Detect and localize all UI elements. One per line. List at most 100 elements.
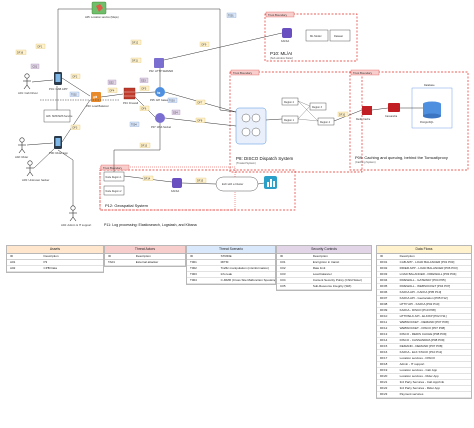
table-row: C05 Sub-Resource Integrity (SRI) [277, 284, 371, 290]
table-row: T002 Traffic manipulation (misinformatio… [187, 266, 275, 272]
security-controls-col-id: ID [280, 254, 283, 258]
cell: C-MMR (Cross Site Malfunction Spooking) [220, 278, 275, 282]
flow-maps-disco [106, 8, 237, 113]
web-socket-label: P07: Web Socket [151, 125, 171, 129]
cell: DF14 [380, 338, 388, 342]
tag-df9: DF9 [202, 44, 207, 47]
kafka-elk-label: KAFKA [171, 190, 180, 193]
table-row: C04 Content Security Policy (Child Siste… [277, 278, 371, 284]
cell: LOAD BALANCER - FIREWALL [P03 P04] [399, 272, 457, 276]
tag-df6: DF6 [142, 108, 147, 111]
cell: DF21 [380, 380, 388, 384]
table-row: C01 Encryption in transit [277, 260, 371, 266]
tag-c01: C01 [33, 66, 38, 69]
elk-cluster-label: ELK with a Cluster [222, 182, 243, 186]
flow-riderapp-lb [61, 99, 91, 143]
dispatch-subtitle: (Trusted System) [236, 161, 256, 165]
region3-box [309, 102, 327, 111]
cell: WEBSOCKET - DEMAND [P07 P08] [399, 320, 449, 324]
tag-df4: DF4 [110, 90, 115, 93]
cab-driver-label: A01: Cab Driver [18, 91, 38, 95]
cell: Encryption in transit [312, 260, 340, 264]
tag-df7: DF7 [198, 102, 203, 105]
data-flows-col-desc: Description [399, 254, 415, 258]
cell: C05 [280, 284, 286, 288]
cell: DF20 [380, 374, 388, 378]
tag-df15: DF15 [197, 180, 204, 183]
cell: DF16 [380, 350, 388, 354]
disco-node-box [235, 107, 267, 145]
tag-df11: DF11 [132, 60, 139, 63]
threat-actors-col-id: ID [108, 254, 111, 258]
cell: C02 [280, 266, 286, 270]
cell: Sub-Resource Integrity (SRI) [312, 284, 352, 288]
cell: DF19 [380, 368, 388, 372]
table-row: C02 Rate limit [277, 266, 371, 272]
kafka-ml-icon [282, 28, 292, 38]
cell: DF04 [380, 278, 388, 282]
cache-title: P09: Caching and queuing, behind the Tom… [355, 155, 448, 160]
cell: Location services - DISCO [399, 356, 436, 360]
assets-col-id: ID [10, 254, 13, 258]
boundary-tag-elk: Trust Boundary [103, 166, 123, 170]
cell: T004 [190, 278, 197, 282]
threat-actors-table: Threat Actors ID Description TA01 Extern… [104, 245, 186, 267]
table-row: T004 C-MMR (Cross Site Malfunction Spook… [187, 278, 275, 284]
cell: DEMAND - DEMAND [P07 P08] [399, 344, 443, 348]
threat-scenario-col-headers: ID STRIDE [187, 254, 275, 260]
cell: DF13 [380, 332, 388, 336]
flow-admin [57, 149, 74, 206]
boundary-tag-cache: Trust Boundary [353, 71, 373, 75]
kafka-ml-label: KAFKA [281, 40, 290, 43]
sms-server-label: A06: SMS/SMS Service [46, 115, 73, 118]
table-row: TA01 External attacker [105, 260, 185, 266]
tag-c02: C02 [109, 82, 114, 85]
firewall-icon [123, 87, 136, 100]
cell: DF01 [380, 260, 388, 264]
web-socket-icon [155, 113, 165, 123]
threat-scenario-table: Threat Scenario ID STRIDE T001 MITM T002… [186, 245, 276, 285]
security-controls-table: Security Controls ID Description C01 Enc… [276, 245, 372, 291]
cell: CPB Data [43, 266, 57, 270]
tag-df8: DF8 [198, 120, 203, 123]
region3-label: Region 3 [312, 106, 323, 109]
postgres-label: PostgreSQL [420, 121, 434, 124]
region1-box [281, 115, 299, 124]
cell: HTTP/ELK API - ELK/KP [P02 P11] [399, 314, 447, 318]
rider-label: A02: Rider [15, 155, 28, 159]
tag-c04: C04 [173, 112, 178, 115]
http-server-label: P02: HTTP SERVER [149, 69, 173, 73]
tag-t001: T001 [228, 15, 234, 18]
dispatch-title: P8: DISCO Dispatch System [236, 156, 294, 161]
threat-actors-col-headers: ID Description [105, 254, 185, 260]
flow-rider-app [26, 142, 54, 146]
cell: HTTP API - KAFKA [P02 P10] [399, 302, 440, 306]
cell: DF06 [380, 290, 388, 294]
cell: FIREWALL - WEBSOCKET [P04 P07] [399, 284, 451, 288]
node-region2-box [103, 185, 125, 196]
boundary-ml [264, 13, 358, 62]
cell: WEBSOCKET - DISCO [P07 P08] [399, 326, 445, 330]
cell: Rate limit [312, 266, 326, 270]
cell: MITM [220, 260, 229, 264]
threat-actors-col-desc: Description [135, 254, 151, 258]
flow-maps-app [57, 8, 92, 72]
boundary-tag-ml: Trust Boundary [268, 13, 288, 17]
flow-disco-regions [265, 118, 283, 121]
node-region1-label: Node Region 1 [106, 176, 123, 179]
cell: DISCO - CASSANDRA [P08 P09] [399, 338, 445, 342]
assets-col-desc: Description [43, 254, 59, 258]
security-controls-title: Security Controls [277, 246, 371, 254]
